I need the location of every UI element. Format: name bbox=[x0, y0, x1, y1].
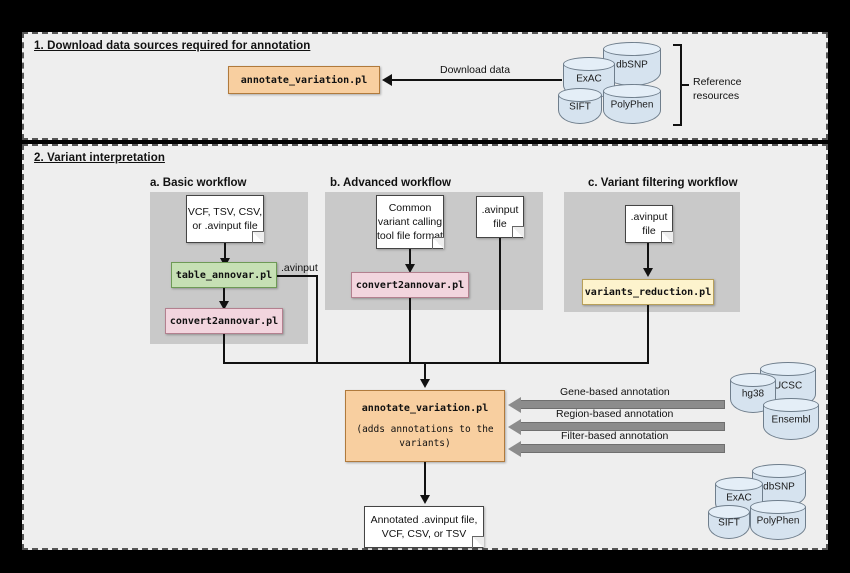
annotate-variation-core-box[interactable]: annotate_variation.pl (adds annotations … bbox=[345, 390, 505, 462]
reference-resources-bracket bbox=[673, 44, 682, 126]
merge-to-core-arrow bbox=[420, 379, 430, 388]
cylinder-top bbox=[715, 477, 763, 491]
section-2-title: 2. Variant interpretation bbox=[34, 152, 165, 164]
workflow-b-line-1 bbox=[409, 249, 411, 267]
workflow-b-title: b. Advanced workflow bbox=[330, 177, 451, 189]
download-data-arrowhead bbox=[382, 74, 392, 86]
workflow-a-line-2 bbox=[223, 288, 225, 304]
cylinder-top bbox=[752, 464, 806, 478]
workflow-b-side-note: .avinput file bbox=[476, 196, 524, 238]
database-label: hg38 bbox=[741, 388, 765, 400]
database-polyphen-s2: PolyPhen bbox=[750, 500, 806, 540]
cylinder-top bbox=[603, 84, 661, 98]
workflow-c-line-2 bbox=[647, 305, 649, 364]
database-label: dbSNP bbox=[763, 481, 795, 493]
workflow-b-side-line bbox=[499, 238, 501, 364]
region-annotation-arrowhead bbox=[508, 419, 521, 435]
annotate-variation-download-label: annotate_variation.pl bbox=[240, 74, 368, 86]
workflow-b-arrow-1 bbox=[405, 264, 415, 273]
section-1-title: 1. Download data sources required for an… bbox=[34, 40, 311, 52]
filter-annotation-arrowhead bbox=[508, 441, 521, 457]
gene-annotation-arrowhead bbox=[508, 397, 521, 413]
variants-reduction-label: variants_reduction.pl bbox=[584, 286, 712, 298]
section-1-panel bbox=[22, 32, 828, 140]
database-polyphen-s1: PolyPhen bbox=[603, 84, 661, 124]
core-to-output-arrow bbox=[420, 495, 430, 504]
database-sift-s2: SIFT bbox=[708, 505, 750, 539]
annotate-variation-core-label: annotate_variation.pl bbox=[361, 403, 489, 415]
database-label: ExAC bbox=[576, 73, 602, 85]
database-label: dbSNP bbox=[616, 59, 648, 71]
annotate-variation-download-box[interactable]: annotate_variation.pl bbox=[228, 66, 380, 94]
workflow-a-input-note: VCF, TSV, CSV, or .avinput file bbox=[186, 195, 264, 243]
workflow-c-arrow-1 bbox=[643, 268, 653, 277]
avinput-edge-label-a: .avinput bbox=[281, 262, 318, 274]
workflow-a-arrow-2 bbox=[219, 301, 229, 310]
database-label: PolyPhen bbox=[756, 515, 800, 527]
filter-annotation-arrow bbox=[520, 444, 725, 453]
workflow-b-line-2 bbox=[409, 298, 411, 364]
cylinder-top bbox=[760, 362, 816, 376]
workflow-a-line-3 bbox=[223, 334, 225, 364]
workflow-b-side-label: .avinput file bbox=[481, 203, 519, 230]
annotate-variation-core-subtitle: (adds annotations to the variants) bbox=[356, 424, 494, 449]
workflow-c-line-1 bbox=[647, 243, 649, 270]
reference-resources-label-line2: resources bbox=[693, 90, 740, 102]
convert2annovar-label-b: convert2annovar.pl bbox=[355, 279, 465, 291]
workflow-a-bypass-h bbox=[277, 275, 318, 277]
merge-to-core-line bbox=[424, 362, 426, 382]
workflow-b-input-label: Common variant calling tool file format bbox=[377, 201, 443, 243]
database-ensembl: Ensembl bbox=[763, 398, 819, 440]
variants-reduction-box[interactable]: variants_reduction.pl bbox=[582, 279, 714, 305]
core-to-output-line bbox=[424, 462, 426, 498]
cylinder-top bbox=[558, 88, 602, 102]
output-note: Annotated .avinput file, VCF, CSV, or TS… bbox=[364, 506, 484, 548]
cylinder-top bbox=[603, 42, 661, 56]
cylinder-top bbox=[563, 57, 615, 71]
workflow-a-line-1 bbox=[224, 243, 226, 261]
workflow-a-title: a. Basic workflow bbox=[150, 177, 247, 189]
download-data-line bbox=[392, 79, 562, 81]
filter-annotation-label: Filter-based annotation bbox=[561, 430, 669, 442]
workflow-a-input-label: VCF, TSV, CSV, or .avinput file bbox=[187, 205, 263, 232]
workflow-b-input-note: Common variant calling tool file format bbox=[376, 195, 444, 249]
database-label: ExAC bbox=[726, 492, 752, 504]
workflow-c-input-label: .avinput file bbox=[630, 210, 668, 237]
database-label: SIFT bbox=[718, 517, 740, 529]
database-sift-s1: SIFT bbox=[558, 88, 602, 124]
convert2annovar-box-b[interactable]: convert2annovar.pl bbox=[351, 272, 469, 298]
merge-bus-line bbox=[223, 362, 649, 364]
cylinder-top bbox=[750, 500, 806, 514]
reference-resources-label-line1: Reference bbox=[693, 76, 742, 88]
workflow-a-bypass-v bbox=[316, 275, 318, 364]
output-note-label: Annotated .avinput file, VCF, CSV, or TS… bbox=[370, 513, 478, 540]
table-annovar-label: table_annovar.pl bbox=[175, 269, 273, 281]
reference-resources-bracket-nub bbox=[682, 84, 689, 86]
download-data-label: Download data bbox=[440, 64, 511, 76]
convert2annovar-box-a[interactable]: convert2annovar.pl bbox=[165, 308, 283, 334]
cylinder-top bbox=[708, 505, 750, 519]
database-label: SIFT bbox=[569, 101, 591, 113]
workflow-c-input-note: .avinput file bbox=[625, 205, 673, 243]
cylinder-top bbox=[763, 398, 819, 412]
region-annotation-label: Region-based annotation bbox=[556, 408, 674, 420]
gene-annotation-label: Gene-based annotation bbox=[560, 386, 670, 398]
cylinder-top bbox=[730, 373, 776, 387]
database-label: PolyPhen bbox=[610, 99, 654, 111]
workflow-c-title: c. Variant filtering workflow bbox=[588, 177, 738, 189]
table-annovar-box[interactable]: table_annovar.pl bbox=[171, 262, 277, 288]
database-label: Ensembl bbox=[771, 414, 811, 426]
database-label: UCSC bbox=[773, 380, 803, 392]
convert2annovar-label-a: convert2annovar.pl bbox=[169, 315, 279, 327]
